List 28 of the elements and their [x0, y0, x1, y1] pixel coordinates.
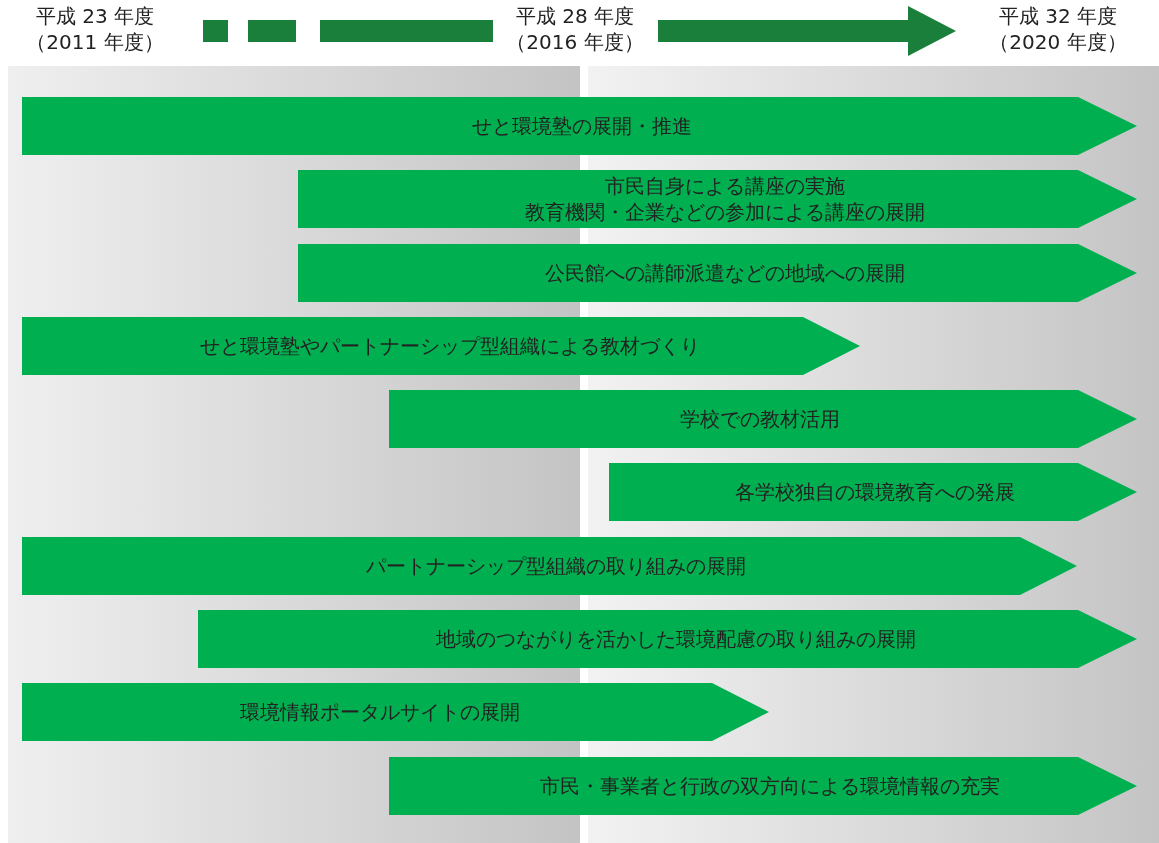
arrow-bar [298, 170, 1137, 228]
arrow-bar [198, 610, 1137, 668]
bar-label: 各学校独自の環境教育への発展 [735, 479, 1015, 505]
bar-label: 公民館への講師派遣などの地域への展開 [545, 260, 905, 286]
arrow-bar [298, 244, 1137, 302]
arrow-bar [389, 390, 1137, 448]
bar-label: 教育機関・企業などの参加による講座の展開 [525, 199, 925, 225]
bar-label: せと環境塾の展開・推進 [472, 113, 692, 139]
bar-label: 市民自身による講座の実施 [605, 173, 845, 199]
arrow-bar [22, 317, 860, 375]
arrow-bar [609, 463, 1137, 521]
arrow-bar [22, 683, 769, 741]
year-label: （2011 年度） [25, 30, 165, 54]
bar-label: せと環境塾やパートナーシップ型組織による教材づくり [200, 333, 700, 359]
year-label: 平成 28 年度 [514, 4, 636, 28]
bar-label: 学校での教材活用 [680, 406, 840, 432]
year-label: （2016 年度） [505, 30, 645, 54]
arrow-bar [389, 757, 1137, 815]
bar-label: パートナーシップ型組織の取り組みの展開 [366, 553, 746, 579]
arrow-bar [22, 97, 1137, 155]
bar-label: 地域のつながりを活かした環境配慮の取り組みの展開 [436, 626, 916, 652]
timeline-arrow [658, 6, 956, 56]
year-label: 平成 32 年度 [997, 4, 1119, 28]
arrow-bar [22, 537, 1077, 595]
bar-label: 市民・事業者と行政の双方向による環境情報の充実 [540, 773, 1000, 799]
bar-label: 環境情報ポータルサイトの展開 [240, 699, 520, 725]
year-label: 平成 23 年度 [34, 4, 156, 28]
year-label: （2020 年度） [988, 30, 1128, 54]
